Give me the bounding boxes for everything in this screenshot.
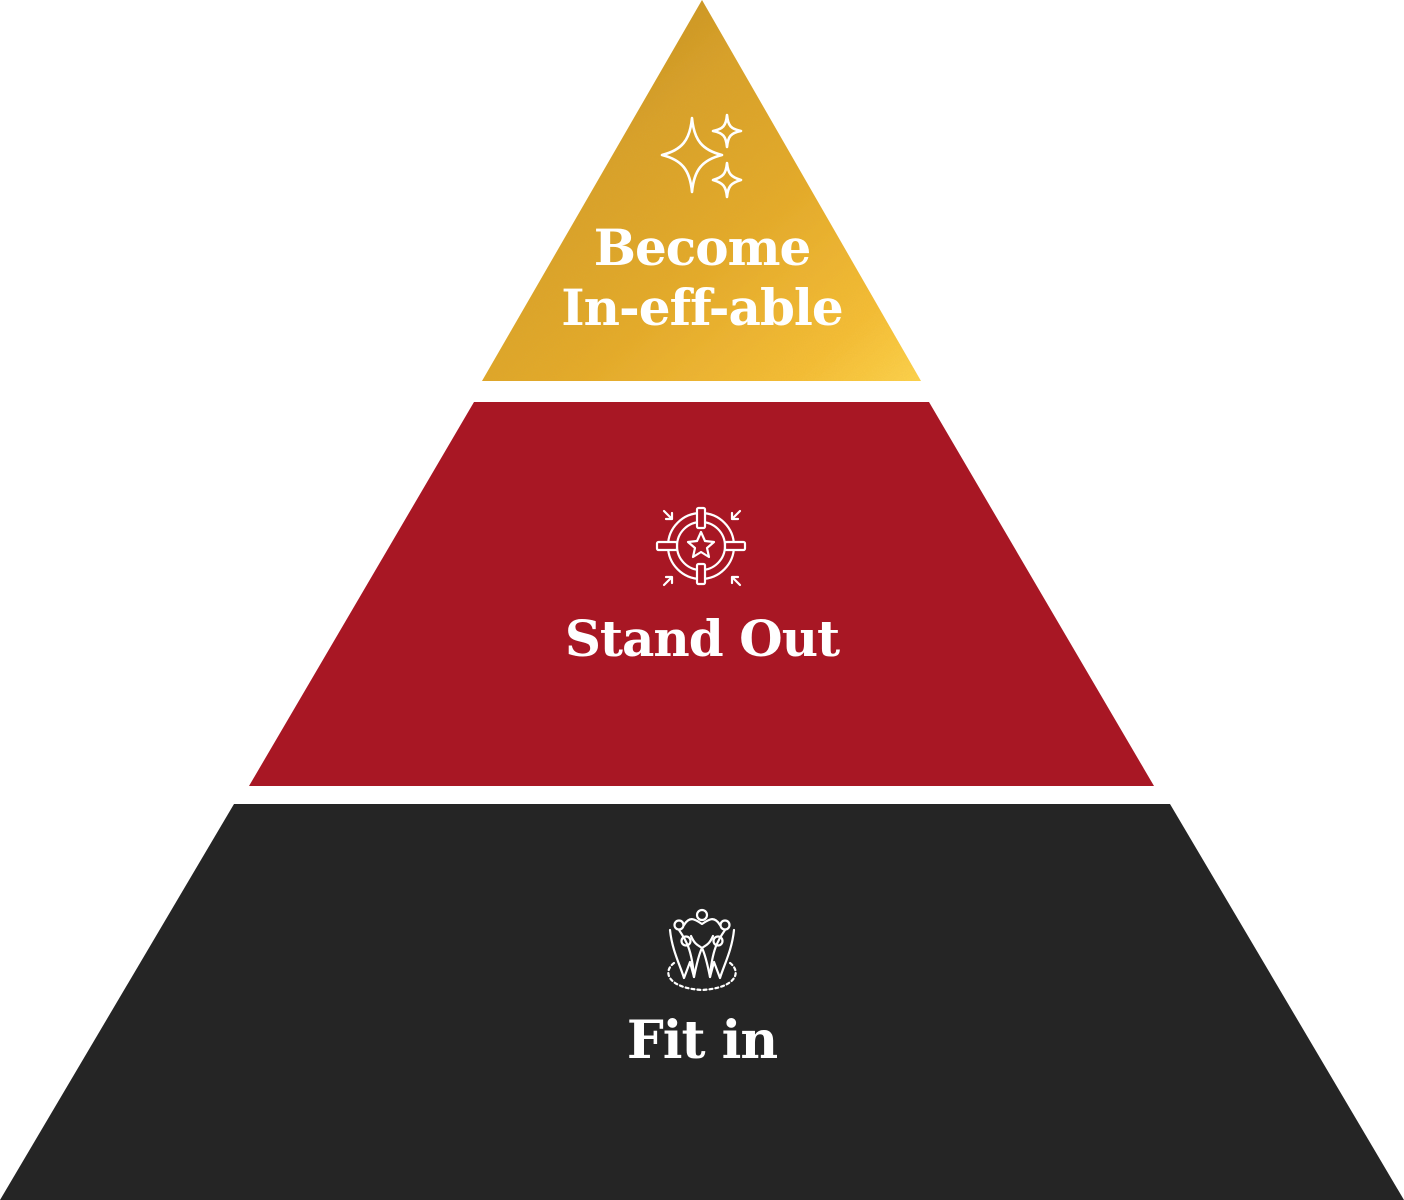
tier-top-become-ineffable (482, 0, 921, 381)
tier-middle-stand-out (249, 402, 1154, 786)
tier-bottom-label: Fit in (626, 1010, 778, 1071)
tier-top-label: Become In-eff-able (0, 218, 1404, 338)
community-group-icon (667, 908, 737, 992)
tier-middle-label: Stand Out (564, 609, 840, 668)
target-star-icon (655, 506, 747, 587)
tier-top-label-line2: In-eff-able (561, 278, 843, 337)
tier-top-label-line1: Become (593, 218, 812, 277)
tier-bottom-fit-in (0, 804, 1404, 1200)
sparkles-icon (660, 113, 743, 199)
